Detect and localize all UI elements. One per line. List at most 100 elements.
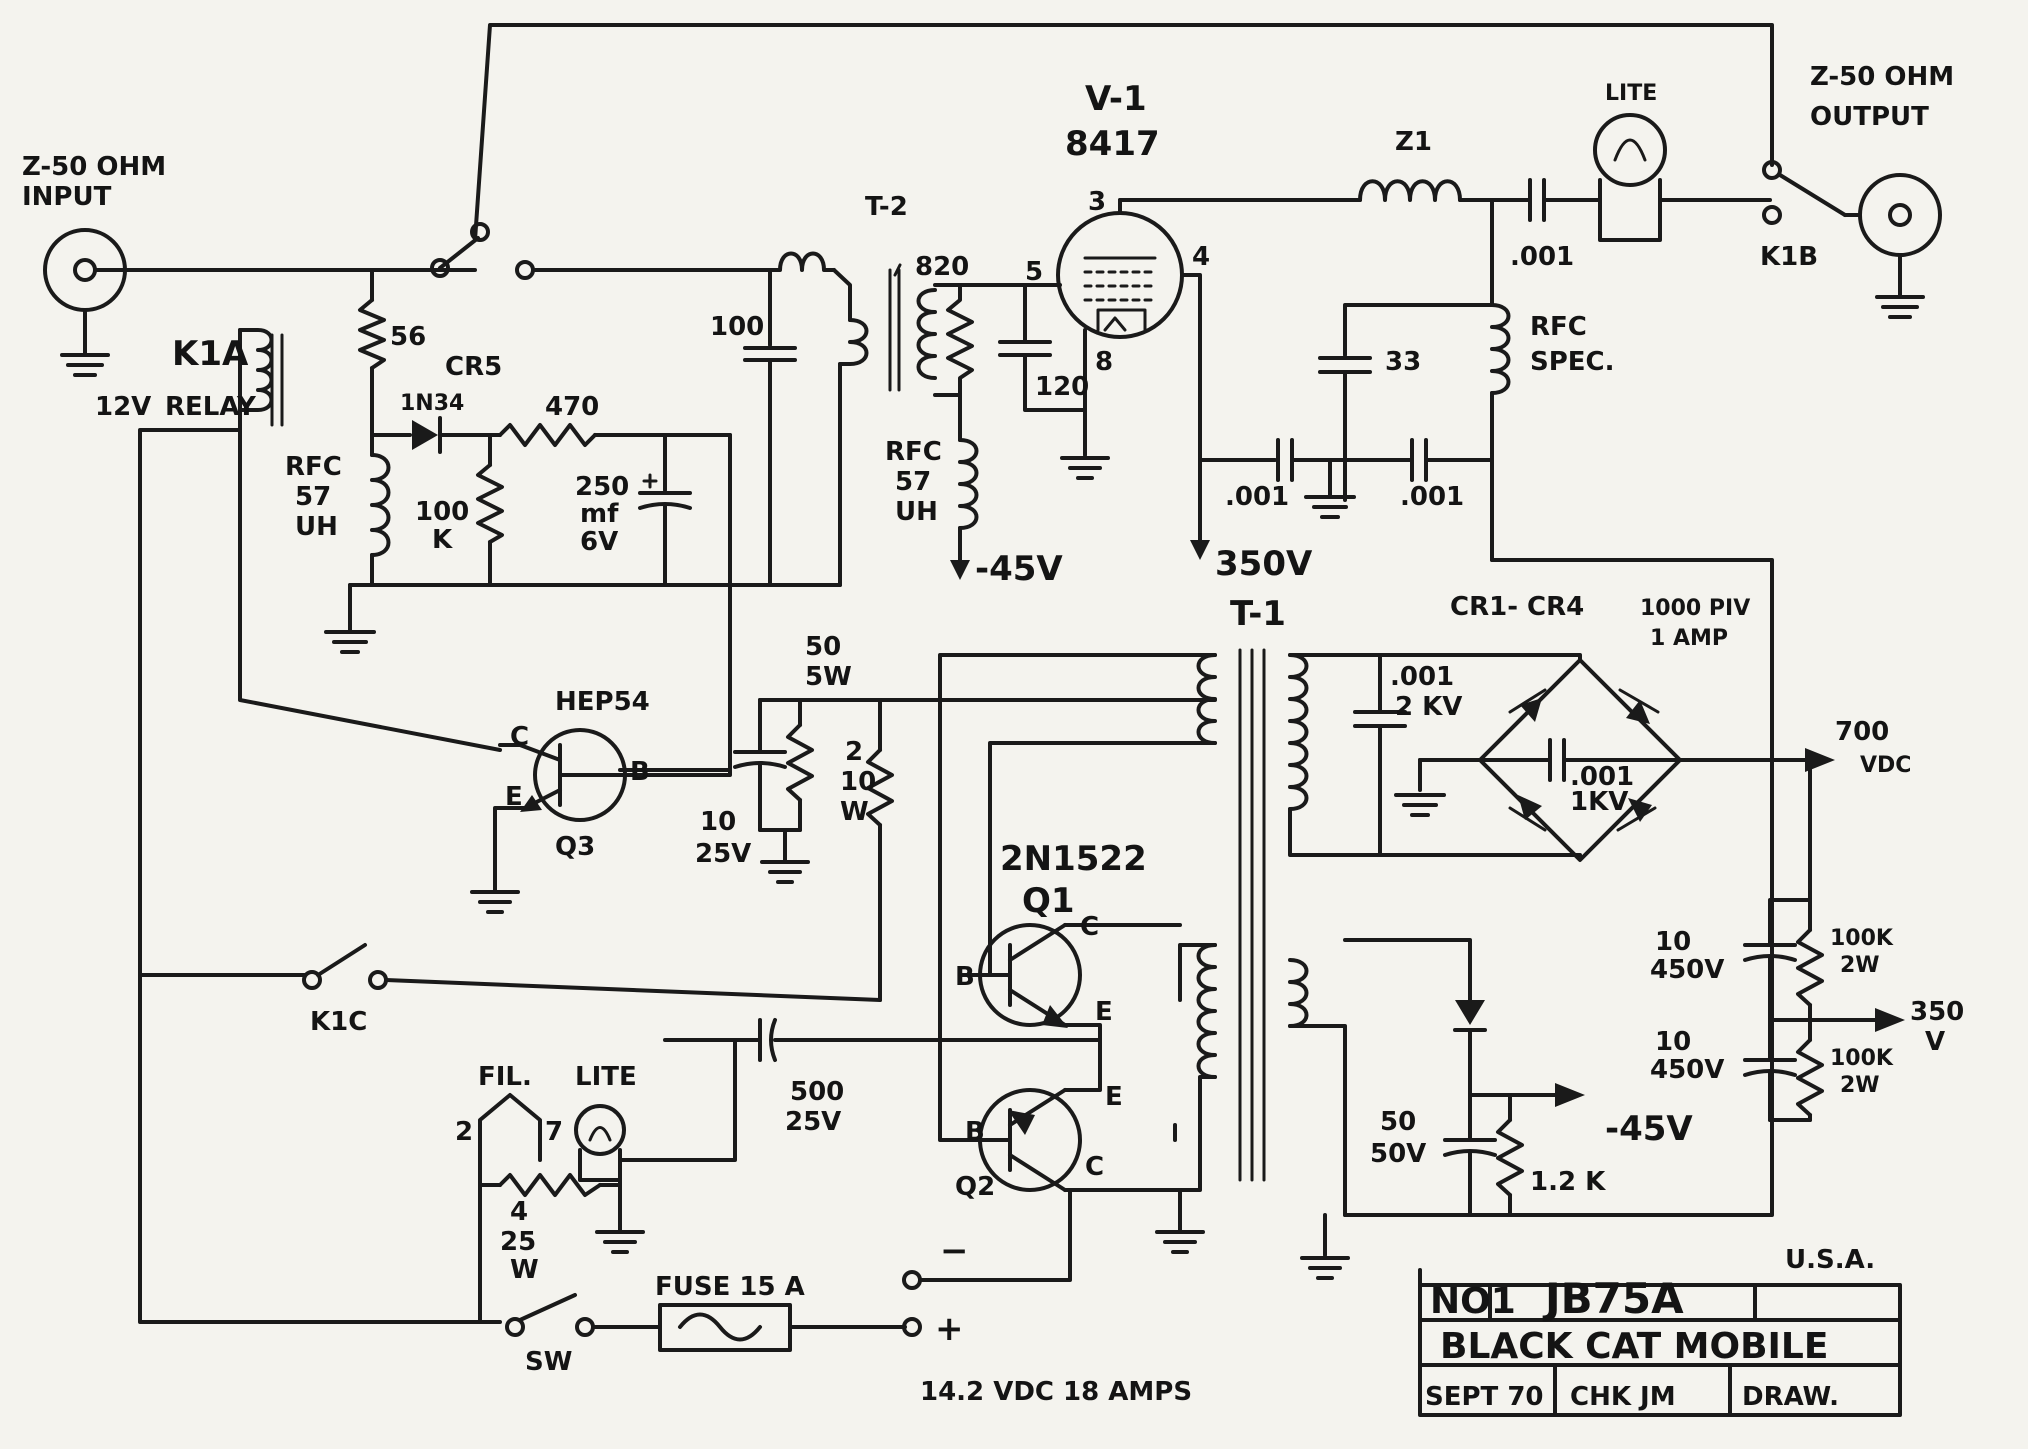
label-c10-25v-2: 25V [695,839,751,869]
diode-neg45 [1453,1000,1487,1097]
label-c001-1kv-1: .001 [1570,762,1634,792]
label-relay-12v: 12V [95,392,151,422]
cap-50-50v [1443,1093,1497,1217]
label-q3-c: C [510,722,529,752]
z1-coil [1358,179,1532,202]
label-c001-b: .001 [1400,482,1464,512]
label-c100: 100 [710,312,764,342]
label-z1: Z1 [1395,127,1432,157]
label-c001-2kv-1: .001 [1390,662,1454,692]
label-cr5: CR5 [445,352,502,382]
label-input-title: Z-50 OHM [22,152,166,182]
label-q1-c: C [1080,912,1099,942]
label-rfc57b-1: RFC [885,437,942,467]
label-r4-3: W [510,1255,539,1285]
k1a-relay-coil [238,328,502,752]
title-block-frame [1418,1268,1902,1417]
supply-plus-terminal [902,1317,922,1337]
diode-cr5 [370,416,502,454]
label-r100k-b-1: 100K [1830,1046,1894,1071]
label-700-1: 700 [1835,717,1889,747]
title-block-title: BLACK CAT MOBILE [1440,1326,1828,1367]
k1a-switch-contacts [430,222,535,280]
label-rfc-spec2: SPEC. [1530,347,1615,377]
label-tube-type: 8417 [1065,124,1160,164]
ground-50-5w [760,860,810,884]
label-r50-2: 5W [805,662,852,692]
cap-120pf [998,283,1087,412]
label-c10-450b-2: 450V [1650,1055,1724,1085]
label-r50-1: 50 [805,632,841,662]
label-output-sub: OUTPUT [1810,102,1929,132]
label-700-2: VDC [1860,753,1911,778]
cap-001-b [1343,438,1494,482]
resistor-56 [358,268,386,437]
output-coax-jack [1858,173,1942,319]
label-r100k-2: K [432,525,453,555]
supply-minus-terminal [902,1270,922,1290]
arrow-350v [1875,1008,1905,1032]
label-pin2: 2 [455,1117,473,1147]
label-lite-fil: LITE [575,1062,637,1092]
fuse-15a [658,1303,792,1352]
label-supply: 14.2 VDC 18 AMPS [920,1377,1192,1407]
label-q1-e: E [1095,997,1113,1027]
ground-fil [595,1230,645,1254]
label-lite-top: LITE [1605,81,1657,106]
resistor-50-5w [786,698,814,832]
ground-tube [1060,456,1110,480]
label-r4-2: 25 [500,1227,536,1257]
ground-pi [1304,495,1356,519]
label-k1a: K1A [172,334,249,374]
label-c001-out: .001 [1510,242,1574,272]
label-r2-3: W [840,797,869,827]
label-1n34: 1N34 [400,391,464,416]
cap-10-25v [733,698,787,832]
label-rfc57a-1: RFC [285,452,342,482]
resistor-2-10w [866,698,894,1002]
rfc-spec [1490,303,1511,562]
screen-lead [1180,273,1202,547]
label-q1-type: 2N1522 [1000,839,1147,879]
label-c250-2: mf [580,499,619,529]
label-q2-e: E [1105,1082,1123,1112]
label-c10-450a-2: 450V [1650,955,1724,985]
resistor-820 [933,283,1062,397]
ground-left [324,630,376,654]
ground-q3 [470,890,520,914]
label-r100k-b-2: 2W [1840,1073,1880,1098]
label-neg45-supply: -45V [1605,1109,1693,1149]
label-pin7: 7 [545,1117,563,1147]
cap-10-450v-b [1743,1018,1797,1122]
label-hep54: HEP54 [555,687,650,717]
resistor-1-2k [1496,1093,1524,1217]
lite-bulb-output [1588,113,1772,242]
transistor-q3 [518,728,627,822]
label-t1: T-1 [1230,594,1286,634]
label-q3: Q3 [555,832,595,862]
label-tube-name: V-1 [1085,79,1147,119]
label-r100k-a-1: 100K [1830,926,1894,951]
label-t2: T-2 [865,192,908,222]
label-c50-2: 50V [1370,1139,1426,1169]
title-block-date: SEPT 70 [1425,1382,1544,1412]
label-neg45-tube: -45V [975,549,1063,589]
label-r820: 820 [915,252,969,282]
cap-001-2kv [1353,688,1407,857]
input-coax-jack [43,228,127,377]
label-pin3: 3 [1088,187,1106,217]
label-rfc-spec1: RFC [1530,312,1587,342]
resistor-100k [476,433,504,587]
label-rfc57b-3: UH [895,497,938,527]
label-350-1: 350 [1910,997,1964,1027]
resistor-4-25w [478,1173,622,1197]
label-c10-25v-1: 10 [700,807,736,837]
label-plus: + [935,1309,964,1349]
label-c50-1: 50 [1380,1107,1416,1137]
cap-33pf [1318,303,1494,502]
cap-001-a [1198,438,1347,482]
label-c001-1kv-2: 1KV [1570,787,1628,817]
cap-001-output [1528,178,1592,222]
